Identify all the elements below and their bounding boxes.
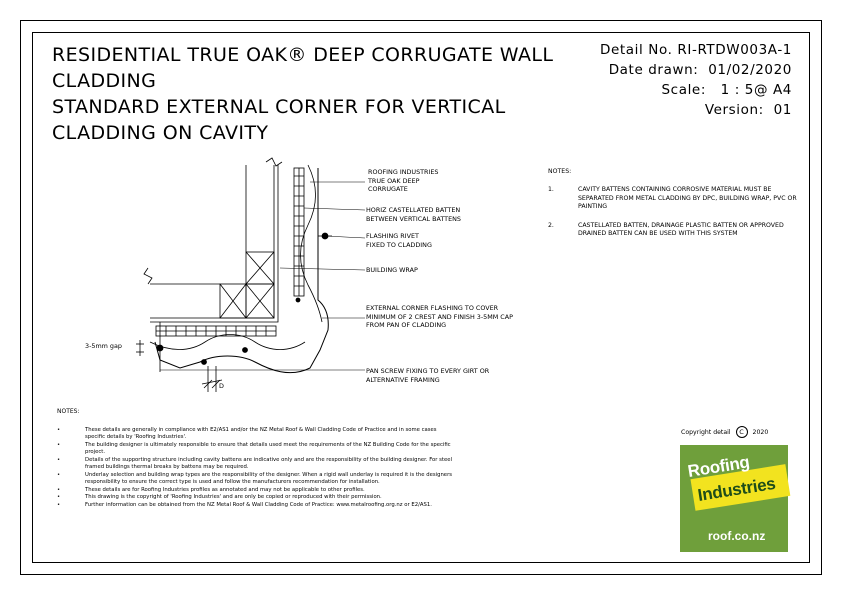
- drawing-title: RESIDENTIAL TRUE OAK® DEEP CORRUGATE WAL…: [52, 42, 592, 146]
- depth-dimension: [201, 366, 223, 392]
- label-rivet: FLASHING RIVET FIXED TO CLADDING: [366, 232, 432, 249]
- note-item: •Further information can be obtained fro…: [57, 501, 432, 508]
- label-building-wrap: BUILDING WRAP: [366, 266, 418, 274]
- detail-label: Detail No.: [600, 42, 673, 58]
- leader-lines: [160, 181, 366, 371]
- note-item: •These details are generally in complian…: [57, 426, 437, 441]
- version-label: Version:: [704, 102, 764, 118]
- label-batten: HORIZ CASTELLATED BATTEN BETWEEN VERTICA…: [366, 206, 461, 223]
- date-value: 01/02/2020: [708, 62, 792, 78]
- note-item: •This drawing is the copyright of 'Roofi…: [57, 494, 382, 500]
- version-value: 01: [773, 102, 792, 118]
- notes-right-heading: NOTES:: [548, 168, 572, 175]
- label-cladding: ROOFING INDUSTRIES TRUE OAK DEEP CORRUGA…: [368, 168, 439, 194]
- note-item: 1. CAVITY BATTENS CONTAINING CORROSIVE M…: [548, 186, 797, 211]
- drawing-border-inner: [32, 32, 810, 563]
- corrugate-cladding-vertical: [300, 164, 323, 323]
- scale-value: 1 : 5@ A4: [720, 82, 792, 98]
- corrugate-cladding-horizontal: [149, 334, 306, 350]
- note-item: 2. CASTELLATED BATTEN, DRAINAGE PLASTIC …: [548, 221, 784, 238]
- title-block-meta: Detail No. RI-RTDW003A-1 Date drawn: 01/…: [600, 40, 792, 120]
- notes-right: NOTES: 1. CAVITY BATTENS CONTAINING CORR…: [548, 168, 803, 248]
- label-gap: 3-5mm gap: [85, 342, 122, 350]
- title-line-2: CLADDING: [52, 70, 157, 92]
- label-screw-fixing: PAN SCREW FIXING TO EVERY GIRT OR ALTERN…: [366, 367, 490, 384]
- date-label: Date drawn:: [608, 62, 699, 78]
- label-flashing: EXTERNAL CORNER FLASHING TO COVER MINIMU…: [366, 304, 513, 330]
- gap-dimension: [136, 340, 144, 356]
- vertical-batten: [293, 167, 305, 297]
- framing-stud-corner: [245, 283, 275, 319]
- horizontal-batten: [155, 325, 277, 337]
- note-item: •Details of the supporting structure inc…: [57, 456, 452, 471]
- notes-bottom: NOTES: •These details are generally in c…: [57, 408, 455, 509]
- framing-stud-left: [219, 283, 247, 319]
- copyright-icon: C: [735, 426, 748, 438]
- framing-stud-top: [245, 251, 275, 285]
- logo-url: roof.co.nz: [708, 529, 766, 543]
- screw-fixing: [156, 322, 164, 372]
- title-line-1: RESIDENTIAL TRUE OAK® DEEP CORRUGATE WAL…: [52, 44, 554, 66]
- detail-value: RI-RTDW003A-1: [677, 42, 792, 58]
- corner-flashing: [154, 168, 329, 374]
- title-line-4: CLADDING ON CAVITY: [52, 122, 269, 144]
- copyright-line: Copyright detail C 2020: [681, 426, 768, 438]
- drawing-border-outer: [20, 20, 822, 575]
- label-dimension-d: D: [219, 382, 224, 390]
- copyright-year: 2020: [752, 429, 769, 436]
- note-item: •Underlay selection and building wrap ty…: [57, 471, 453, 486]
- building-wrap-line: [150, 165, 275, 319]
- scale-label: Scale:: [661, 82, 706, 98]
- notes-bottom-heading: NOTES:: [57, 408, 80, 415]
- note-item: •The building designer is ultimately res…: [57, 441, 451, 456]
- note-item: •These details are for Roofing Industrie…: [57, 486, 365, 493]
- title-line-3: STANDARD EXTERNAL CORNER FOR VERTICAL: [52, 96, 506, 118]
- copyright-text: Copyright detail: [681, 429, 731, 436]
